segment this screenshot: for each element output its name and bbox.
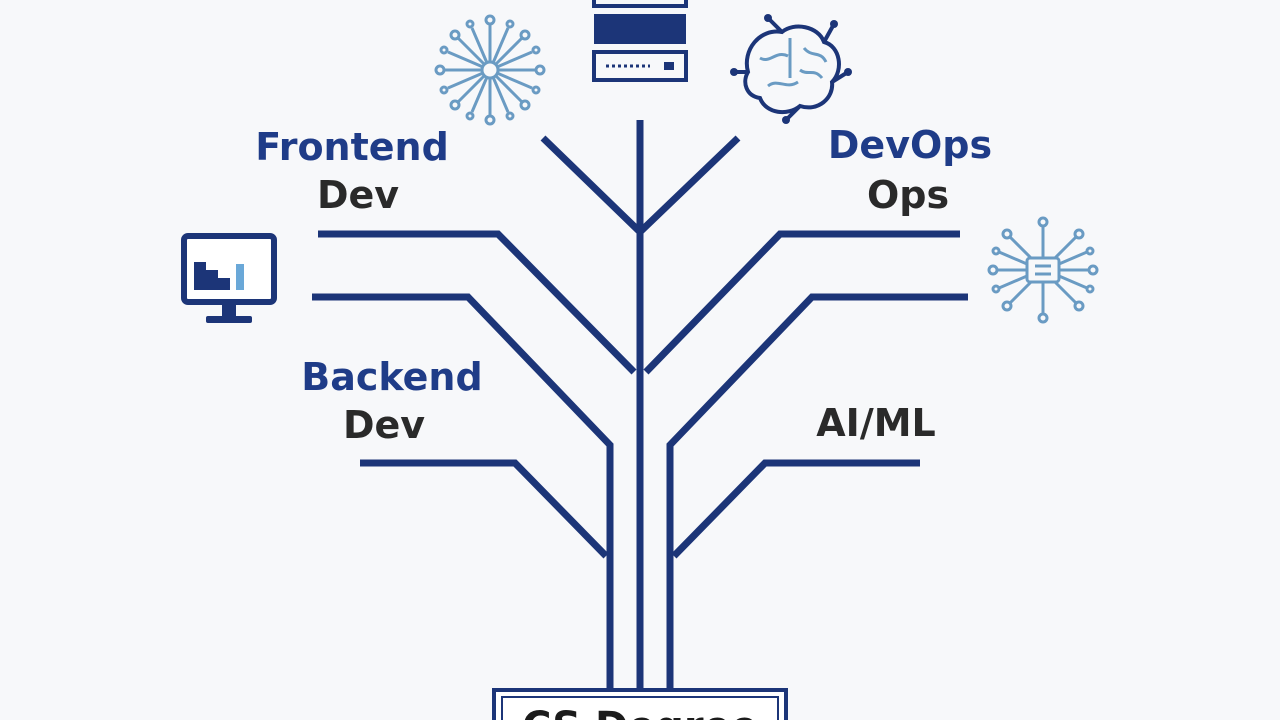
network-node-icon xyxy=(434,14,546,126)
branch-devops xyxy=(643,230,960,375)
root-label: CS Degree xyxy=(522,704,758,720)
label-devops: DevOps xyxy=(828,123,992,167)
branch-frontend xyxy=(318,230,637,375)
top-branch-left xyxy=(540,135,643,235)
trunk-right xyxy=(666,293,968,690)
label-aiml: AI/ML xyxy=(816,401,935,445)
brain-circuit-icon xyxy=(730,14,852,124)
chip-network-icon xyxy=(987,216,1099,324)
tree-branches xyxy=(312,120,968,690)
trunk-left xyxy=(312,293,614,690)
label-devops-sub: Ops xyxy=(867,173,949,217)
branch-aiml xyxy=(671,459,920,559)
root-box: CS Degree xyxy=(492,688,788,720)
label-backend-sub: Dev xyxy=(343,403,425,447)
top-branch-right xyxy=(637,135,741,235)
branch-backend xyxy=(360,459,609,559)
monitor-chart-icon xyxy=(181,233,277,323)
server-rack-icon xyxy=(592,0,688,82)
label-frontend-sub: Dev xyxy=(317,173,399,217)
label-frontend: Frontend xyxy=(255,125,449,169)
label-backend: Backend xyxy=(301,355,482,399)
